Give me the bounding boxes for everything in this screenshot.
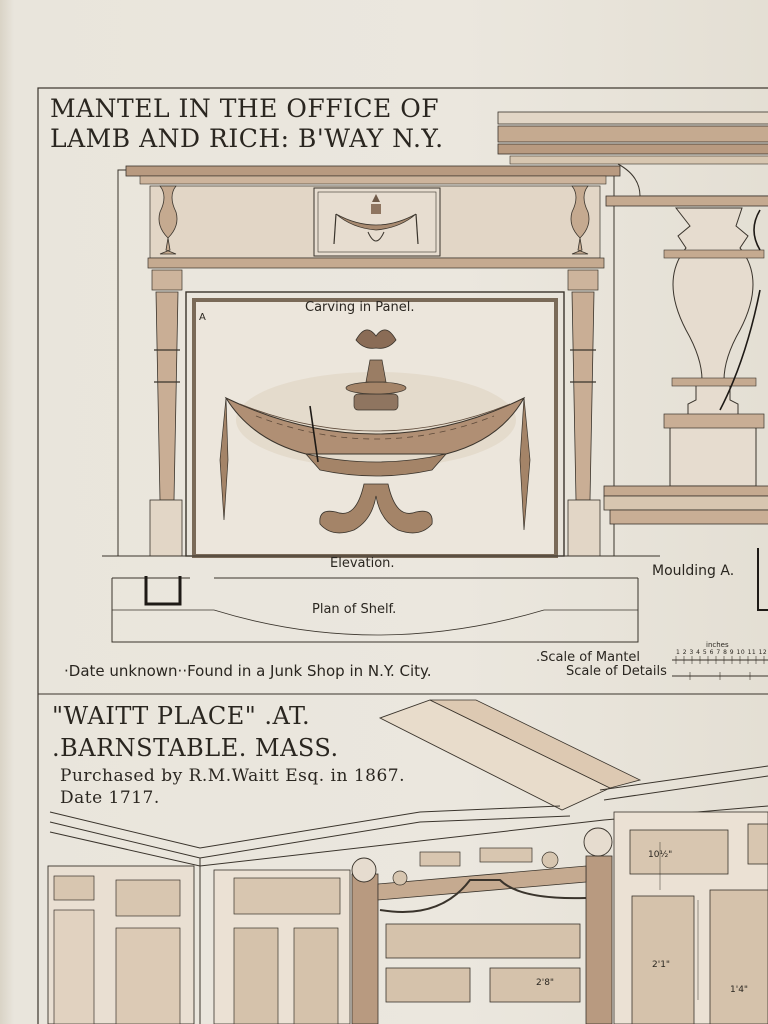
dimension-label: 2'1" [652,960,671,970]
scale-details-label: Scale of Details [566,664,667,679]
carving-label: Carving in Panel. [305,300,415,315]
dimension-label: 1'4" [730,985,749,995]
plan-label: Plan of Shelf. [312,602,397,617]
moulding-detail [497,111,768,611]
mantel-title-line-2: LAMB AND RICH: B'WAY N.Y. [50,124,444,153]
marker-a: A [199,312,206,323]
elevation-label: Elevation. [330,556,395,571]
waitt-interior [47,699,768,1024]
mantel-title-line-1: MANTEL IN THE OFFICE OF [50,94,440,123]
moulding-label: Moulding A. [652,563,735,579]
scale-mantel-label: .Scale of Mantel [536,650,641,665]
scale-bars [672,656,768,680]
scale-ticks: 1 2 3 4 5 6 7 8 9 10 11 12 [676,649,768,656]
dimension-label: 10½" [648,850,673,860]
dimension-label: 2'8" [536,978,555,988]
waitt-purchased: Purchased by R.M.Waitt Esq. in 1867. [60,766,406,786]
shelf-plan [111,576,639,643]
waitt-title-line-2: .BARNSTABLE. MASS. [52,734,339,762]
provenance-note: ·Date unknown··Found in a Junk Shop in N… [64,662,432,680]
urn-carving [219,329,531,534]
waitt-date: Date 1717. [60,788,160,808]
scale-unit: inches [706,641,729,649]
waitt-title-line-1: "WAITT PLACE" .AT. [52,702,311,730]
